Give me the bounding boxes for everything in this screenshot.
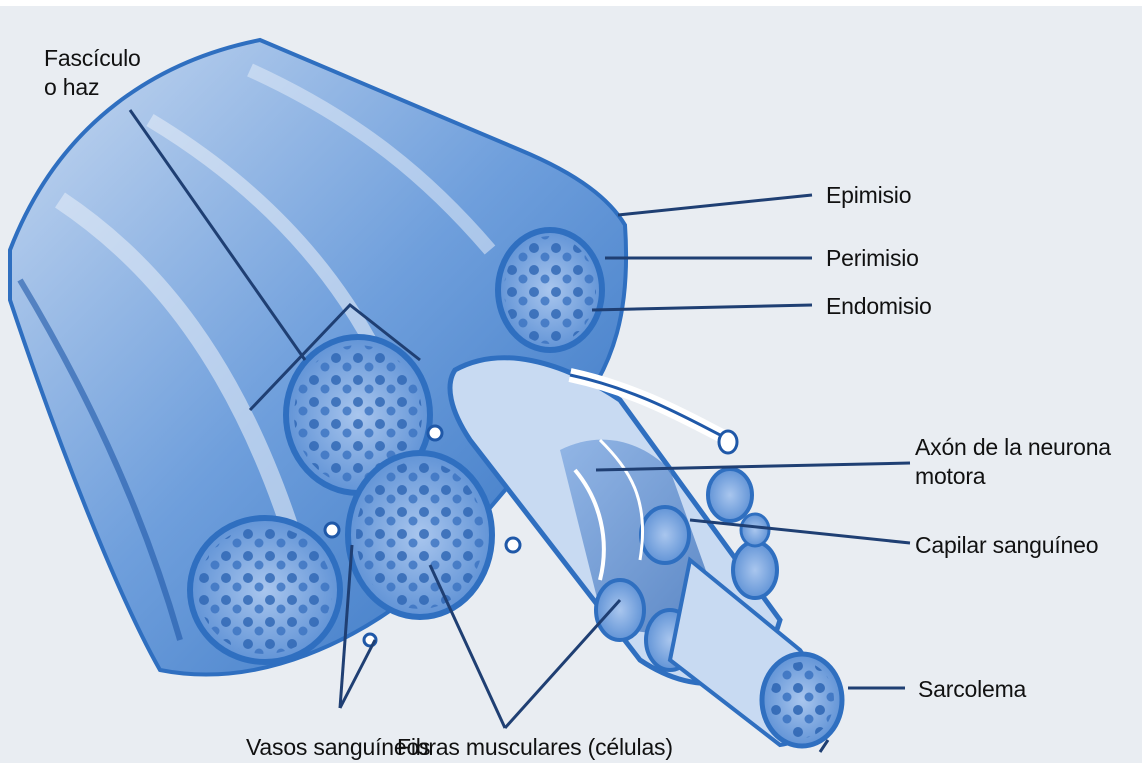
label-axon-line2: motora <box>915 462 1111 491</box>
label-axon: Axón de la neurona motora <box>915 433 1111 491</box>
fascicle-lower-left <box>190 518 340 662</box>
label-sarcolema: Sarcolema <box>918 675 1026 704</box>
label-fasciculo: Fascículo o haz <box>44 44 141 102</box>
fascicle-top-right <box>498 230 602 350</box>
label-fasciculo-line2: o haz <box>44 73 141 102</box>
label-endomisio: Endomisio <box>826 292 932 321</box>
label-fibras: Fibras musculares (células) <box>397 733 673 762</box>
fascicle-lower-center <box>348 453 492 617</box>
label-fasciculo-line1: Fascículo <box>44 44 141 73</box>
label-capilar: Capilar sanguíneo <box>915 531 1098 560</box>
label-perimisio: Perimisio <box>826 244 919 273</box>
label-axon-line1: Axón de la neurona <box>915 433 1111 462</box>
label-epimisio: Epimisio <box>826 181 911 210</box>
